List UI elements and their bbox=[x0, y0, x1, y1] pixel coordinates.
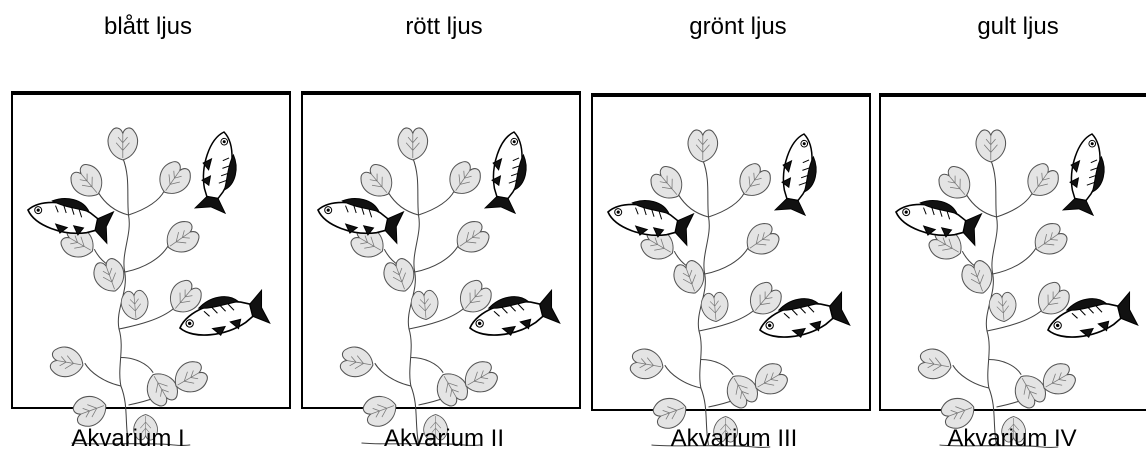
aquarium-tank bbox=[592, 94, 870, 448]
aquarium-tank bbox=[880, 94, 1146, 448]
light-arrows bbox=[322, 54, 530, 88]
light-arrows bbox=[618, 54, 826, 88]
tank-label: Akvarium III bbox=[671, 425, 798, 450]
light-arrows bbox=[28, 54, 236, 88]
light-label: rött ljus bbox=[405, 13, 482, 40]
light-label: blått ljus bbox=[104, 13, 192, 40]
aquarium-tank bbox=[302, 92, 580, 446]
light-arrows bbox=[902, 54, 1110, 88]
aquarium-3: grönt ljus Akvarium III bbox=[592, 13, 870, 450]
tank-label: Akvarium IV bbox=[947, 425, 1076, 450]
tank-label: Akvarium II bbox=[384, 425, 504, 450]
aquarium-1: blått ljus Akvarium I bbox=[12, 13, 290, 450]
tank-label: Akvarium I bbox=[71, 425, 184, 450]
aquarium-tank bbox=[12, 92, 290, 446]
aquarium-4: gult ljus Akvarium IV bbox=[880, 13, 1146, 450]
aquarium-2: rött ljus Akvarium II bbox=[302, 13, 580, 450]
light-label: grönt ljus bbox=[689, 13, 786, 40]
light-label: gult ljus bbox=[977, 13, 1058, 40]
